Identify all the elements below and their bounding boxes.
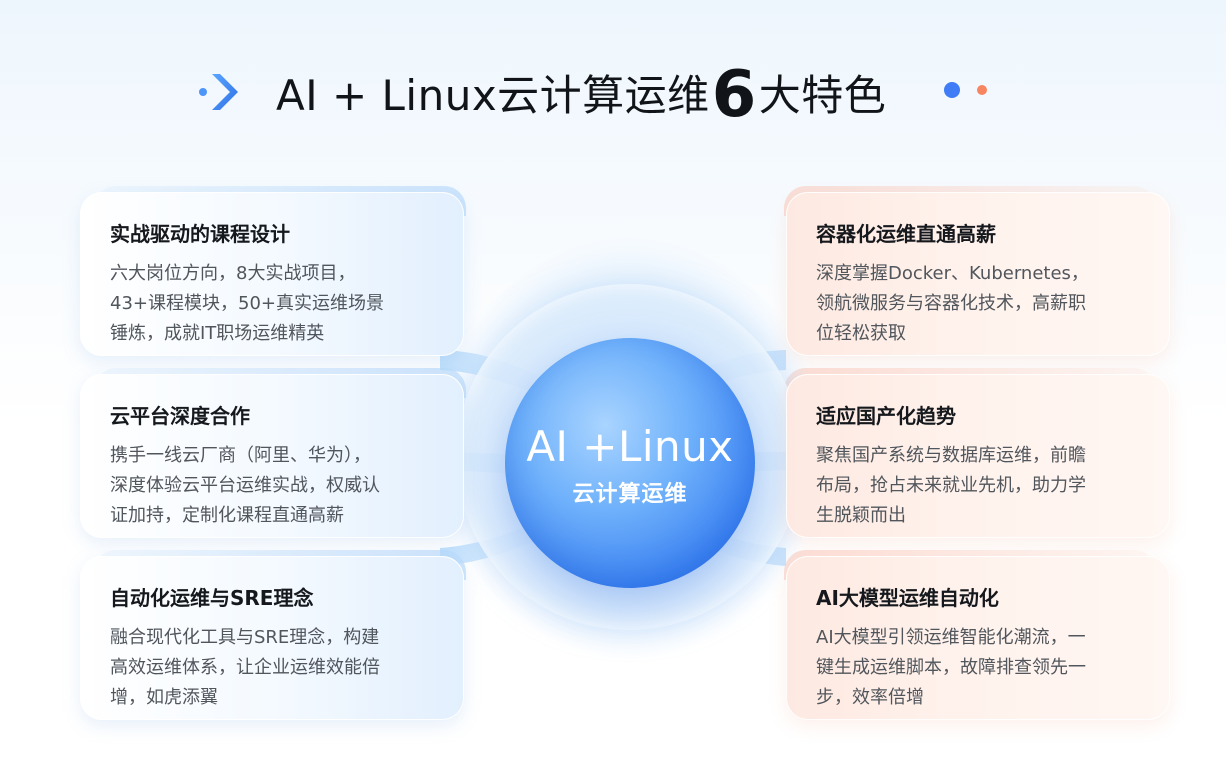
- feature-title: 云平台深度合作: [110, 404, 250, 428]
- feature-line: 携手一线云厂商（阿里、华为），: [110, 445, 371, 466]
- feature-card-cloud-platform: 云平台深度合作 携手一线云厂商（阿里、华为）， 深度体验云平台运维实战，权威认 …: [80, 368, 466, 538]
- feature-line: 布局，抢占未来就业先机，助力学: [816, 475, 1086, 496]
- feature-line: AI大模型引领运维智能化潮流，一: [816, 627, 1086, 648]
- feature-card-course-design: 实战驱动的课程设计 六大岗位方向，8大实战项目， 43+课程模块，50+真实运维…: [80, 186, 466, 356]
- feature-card-containers: 容器化运维直通高薪 深度掌握Docker、Kubernetes， 领航微服务与容…: [784, 186, 1170, 356]
- feature-line: 六大岗位方向，8大实战项目，: [110, 263, 356, 284]
- title-row: AI + Linux云计算运维6大特色: [0, 52, 1226, 132]
- title-number: 6: [711, 58, 757, 132]
- center-subtitle: 云计算运维: [572, 482, 688, 507]
- feature-card-localization: 适应国产化趋势 聚焦国产系统与数据库运维，前瞻 布局，抢占未来就业先机，助力学 …: [784, 368, 1170, 538]
- feature-line: 深度掌握Docker、Kubernetes，: [816, 263, 1089, 284]
- feature-title: 适应国产化趋势: [816, 404, 956, 428]
- feature-description: 融合现代化工具与SRE理念，构建 高效运维体系，让企业运维效能倍 增，如虎添翼: [110, 623, 438, 713]
- center-title: AI +Linux: [526, 422, 734, 471]
- page-title: AI + Linux云计算运维6大特色: [276, 58, 886, 132]
- feature-line: 证加持，定制化课程直通高薪: [110, 505, 344, 526]
- feature-line: 步，效率倍增: [816, 687, 924, 708]
- center-circle: AI +Linux 云计算运维: [505, 338, 755, 588]
- double-chevron-right-icon: [199, 74, 238, 110]
- title-prefix: AI + Linux云计算运维: [276, 71, 710, 120]
- feature-line: 生脱颖而出: [816, 505, 906, 526]
- feature-title: 容器化运维直通高薪: [816, 222, 996, 246]
- feature-card-automation-sre: 自动化运维与SRE理念 融合现代化工具与SRE理念，构建 高效运维体系，让企业运…: [80, 550, 466, 720]
- feature-description: 六大岗位方向，8大实战项目， 43+课程模块，50+真实运维场景 锤炼，成就IT…: [110, 259, 438, 349]
- orange-dot: [977, 85, 987, 95]
- feature-line: 43+课程模块，50+真实运维场景: [110, 293, 384, 314]
- feature-line: 领航微服务与容器化技术，高薪职: [816, 293, 1086, 314]
- feature-line: 融合现代化工具与SRE理念，构建: [110, 627, 380, 648]
- feature-title: 实战驱动的课程设计: [110, 222, 290, 246]
- title-suffix: 大特色: [758, 71, 887, 120]
- feature-description: 携手一线云厂商（阿里、华为）， 深度体验云平台运维实战，权威认 证加持，定制化课…: [110, 441, 438, 531]
- feature-title: AI大模型运维自动化: [816, 586, 999, 610]
- feature-line: 高效运维体系，让企业运维效能倍: [110, 657, 380, 678]
- blue-dot: [944, 82, 960, 98]
- feature-line: 深度体验云平台运维实战，权威认: [110, 475, 380, 496]
- feature-description: 深度掌握Docker、Kubernetes， 领航微服务与容器化技术，高薪职 位…: [816, 259, 1144, 349]
- feature-title: 自动化运维与SRE理念: [110, 586, 314, 610]
- feature-line: 位轻松获取: [816, 323, 906, 344]
- dots-decoration: [944, 82, 992, 102]
- feature-card-ai-automation: AI大模型运维自动化 AI大模型引领运维智能化潮流，一 键生成运维脚本，故障排查…: [784, 550, 1170, 720]
- feature-line: 增，如虎添翼: [110, 687, 218, 708]
- feature-description: AI大模型引领运维智能化潮流，一 键生成运维脚本，故障排查领先一 步，效率倍增: [816, 623, 1144, 713]
- feature-line: 锤炼，成就IT职场运维精英: [110, 323, 325, 344]
- feature-line: 键生成运维脚本，故障排查领先一: [816, 657, 1086, 678]
- feature-description: 聚焦国产系统与数据库运维，前瞻 布局，抢占未来就业先机，助力学 生脱颖而出: [816, 441, 1144, 531]
- feature-line: 聚焦国产系统与数据库运维，前瞻: [816, 445, 1086, 466]
